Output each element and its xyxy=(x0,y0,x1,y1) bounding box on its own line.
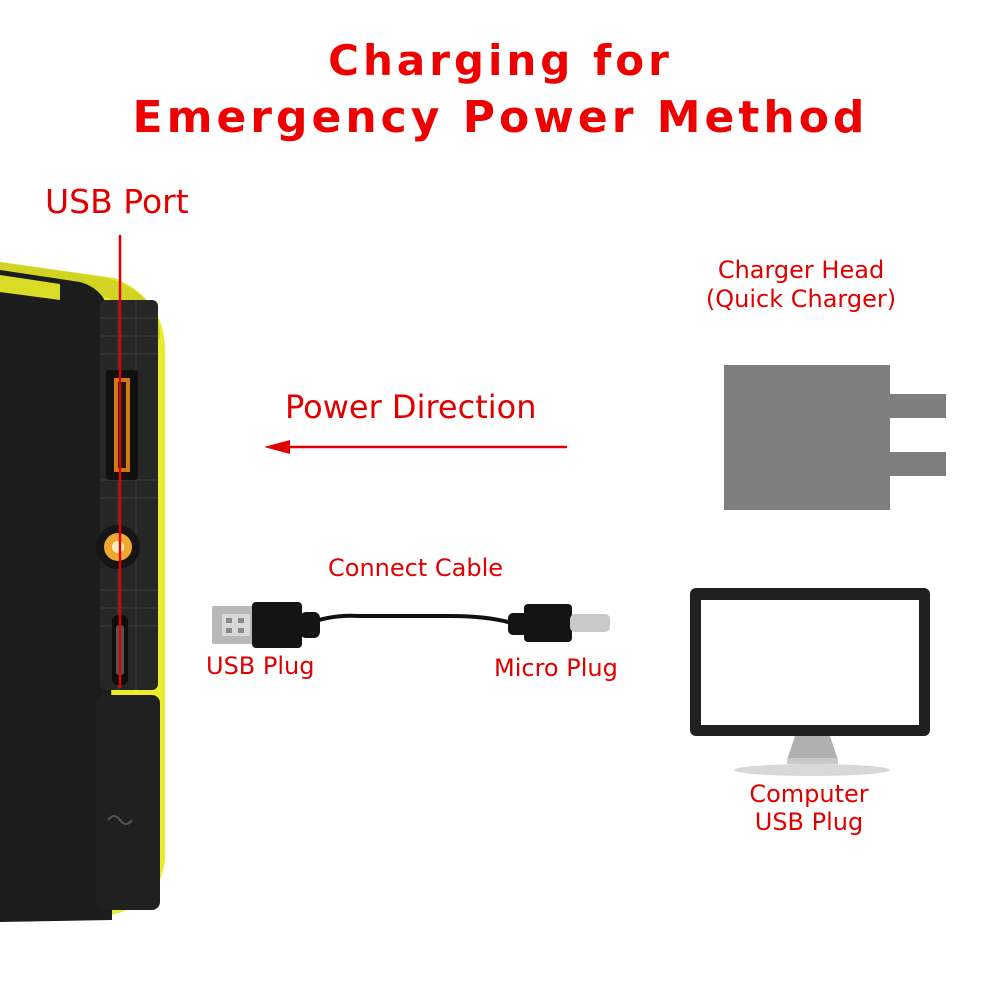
computer-label: Computer xyxy=(749,780,869,808)
connect-cable-label: Connect Cable xyxy=(328,554,503,582)
power-direction-arrow xyxy=(264,440,567,454)
connect-cable xyxy=(212,602,610,648)
usb-plug-label: USB Plug xyxy=(206,652,315,680)
page-title-line-2: Emergency Power Method xyxy=(132,92,869,143)
power-bank-device xyxy=(0,262,165,922)
port-cover xyxy=(96,695,160,910)
computer-usb-plug-label: USB Plug xyxy=(754,808,864,836)
micro-plug-label: Micro Plug xyxy=(494,654,618,682)
power-direction-label: Power Direction xyxy=(285,388,537,426)
micro-plug-metal xyxy=(570,614,610,632)
charger-head-sublabel: (Quick Charger) xyxy=(705,285,897,313)
computer-monitor-illustration xyxy=(690,588,930,776)
usb-a-plug-body xyxy=(252,602,302,648)
charger-head-label: Charger Head xyxy=(717,256,885,284)
page-title-line-1: Charging for xyxy=(328,36,673,85)
micro-plug-body xyxy=(524,604,572,642)
usb-port-label: USB Port xyxy=(45,182,189,221)
charger-head-illustration xyxy=(724,365,946,510)
